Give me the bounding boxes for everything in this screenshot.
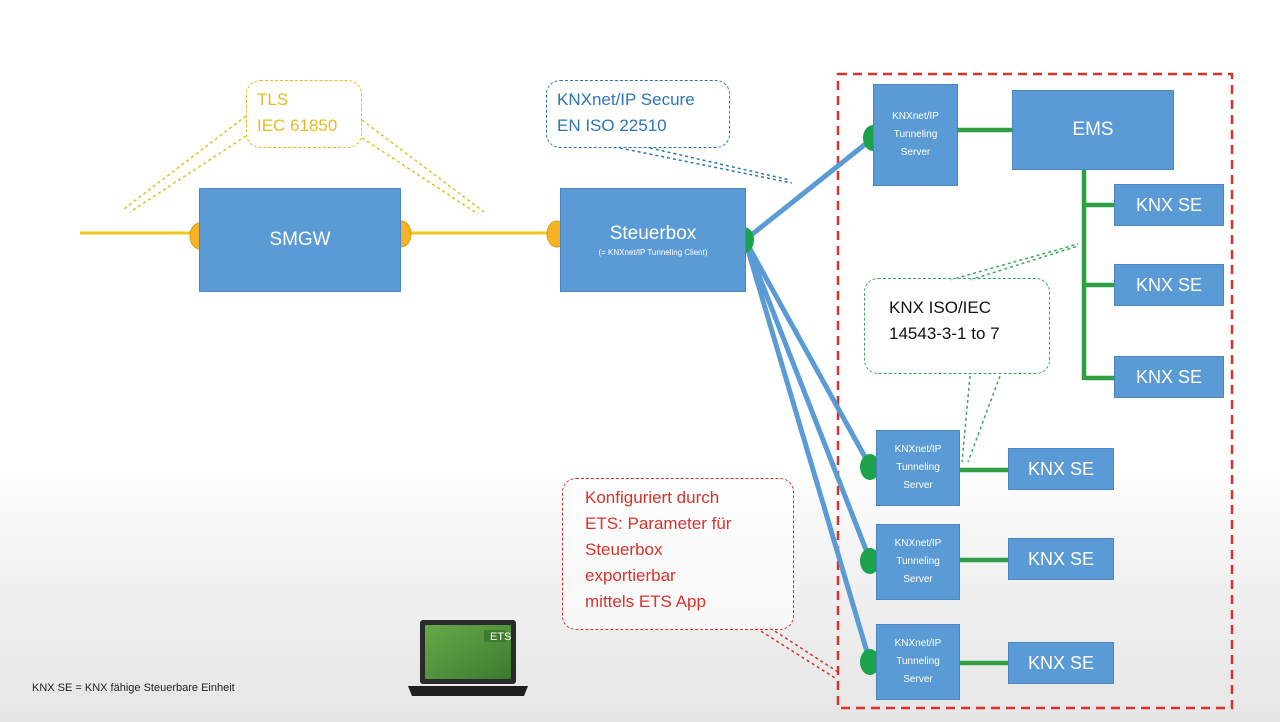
knx-se-label-4: KNX SE [1027,458,1095,479]
callout-tls-line-2: IEC 61850 [257,116,338,135]
tunneling-server-1: KNXnet/IP Tunneling Server [873,84,958,186]
ip-link-server-2 [742,237,873,469]
server-1-line-3: Server [900,147,931,158]
knx-se-box-3: KNX SE [1114,356,1224,398]
steuerbox-sublabel: (= KNXnet/IP Tunneling Client) [598,248,708,257]
connector-server-3 [860,548,880,574]
callout-secure-line-1: KNXnet/IP Secure [557,90,695,109]
knx-se-label-5: KNX SE [1027,548,1095,569]
connector-server-2 [860,454,880,480]
ems-box: EMS [1012,90,1174,170]
connector-server-4 [860,649,880,675]
footnote: KNX SE = KNX fähige Steuerbare Einheit [32,682,235,694]
callout-ets-line-4: exportierbar [585,566,676,585]
callout-ets-line-3: Steuerbox [585,540,663,559]
callout-ets-config: Konfiguriert durch ETS: Parameter für St… [562,478,794,630]
ip-link-ems-server [742,135,876,243]
server-3-line-3: Server [903,574,933,585]
callout-knx-iso: KNX ISO/IEC 14543-3-1 to 7 [864,278,1050,374]
callout-iso-line-1: KNX ISO/IEC [889,298,992,317]
callout-ets-line-5: mittels ETS App [585,592,706,611]
smgw-label: SMGW [269,229,331,250]
ems-label: EMS [1072,119,1114,140]
callout-tls: TLS IEC 61850 [246,80,362,148]
callout-knxnet-secure: KNXnet/IP Secure EN ISO 22510 [546,80,730,148]
knx-se-box-5: KNX SE [1008,538,1114,580]
tls-pointer-right-2 [361,137,479,215]
steuerbox-label: Steuerbox [609,223,697,244]
server-3-line-1: KNXnet/IP [894,538,942,549]
callout-ets-line-1: Konfiguriert durch [585,488,720,507]
server-3-line-2: Tunneling [896,556,940,567]
server-1-line-1: KNXnet/IP [892,111,939,122]
iso-pointer-top [949,243,1079,281]
laptop-label: ETS [490,631,511,643]
ets-pointer [755,627,836,679]
tls-pointer-left [123,115,247,210]
knx-se-label-3: KNX SE [1135,366,1203,387]
knx-se-box-2: KNX SE [1114,264,1224,306]
secure-pointer-2 [649,147,791,181]
callout-tls-line-1: TLS [257,90,289,109]
server-2-line-1: KNXnet/IP [894,444,942,455]
knx-se-box-6: KNX SE [1008,642,1114,684]
system-boundary [836,72,1234,710]
tls-pointer-right [361,119,485,213]
server-4-line-3: Server [903,674,933,685]
smgw-box: SMGW [199,188,401,292]
ip-link-server-3 [742,237,873,563]
ets-pointer-2 [769,627,839,673]
tunneling-server-3: KNXnet/IP Tunneling Server [876,524,960,600]
server-4-line-1: KNXnet/IP [894,638,942,649]
iso-pointer-bottom [961,375,971,463]
knx-se-box-1: KNX SE [1114,184,1224,226]
callout-iso-line-2: 14543-3-1 to 7 [889,324,1000,343]
secure-pointer [619,147,793,184]
ip-link-server-4 [742,237,873,665]
iso-pointer-top-2 [969,245,1079,281]
tunneling-server-4: KNXnet/IP Tunneling Server [876,624,960,700]
tunneling-server-2: KNXnet/IP Tunneling Server [876,430,960,506]
laptop-icon [408,620,528,696]
iso-pointer-bottom-2 [967,375,1001,463]
server-2-line-3: Server [903,480,933,491]
knx-se-box-4: KNX SE [1008,448,1114,490]
callout-secure-line-2: EN ISO 22510 [557,116,667,135]
steuerbox-box: Steuerbox (= KNXnet/IP Tunneling Client) [560,188,746,292]
knx-se-label-6: KNX SE [1027,652,1095,673]
callout-ets-line-2: ETS: Parameter für [585,514,732,533]
knx-se-label-1: KNX SE [1135,194,1203,215]
tls-pointer-left-2 [129,135,247,213]
knx-se-label-2: KNX SE [1135,274,1203,295]
server-1-line-2: Tunneling [893,129,938,140]
server-4-line-2: Tunneling [896,656,940,667]
server-2-line-2: Tunneling [896,462,940,473]
